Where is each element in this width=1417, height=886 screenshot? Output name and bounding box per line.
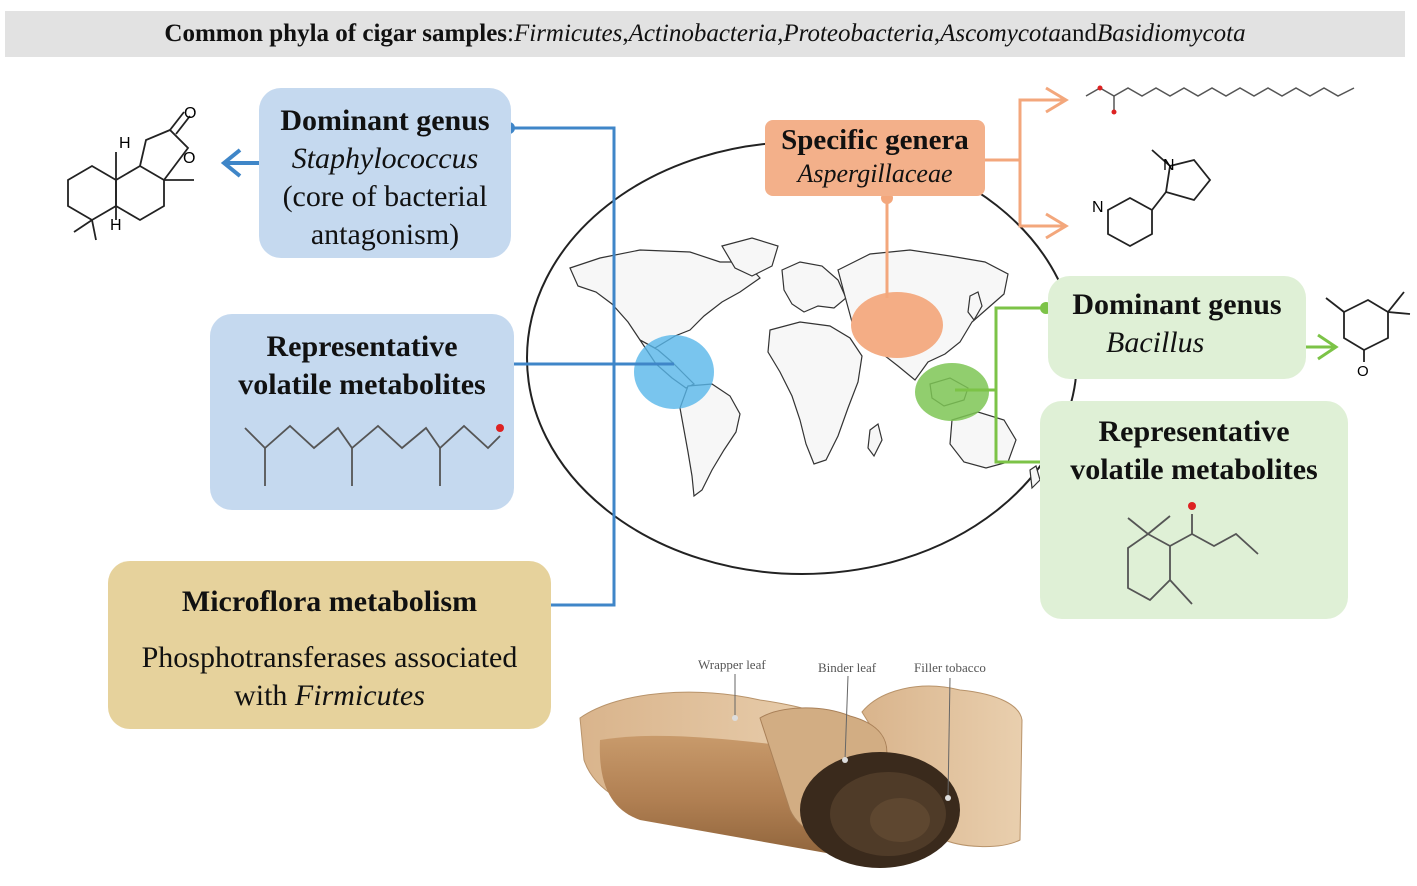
microflora-line2: with Firmicutes (234, 679, 425, 712)
specific-genera-box: Specific genera Aspergillaceae (765, 120, 985, 196)
volatile-right-line1: Representative (1098, 415, 1290, 448)
isophorone-molecule-structure (1325, 291, 1411, 362)
microflora-firmicutes: Firmicutes (294, 679, 425, 712)
staph-molecule-atom-o2: O (183, 150, 195, 167)
cigar-cut-end-highlight (870, 798, 930, 842)
volatile-left-box: Representative volatile metabolites (210, 314, 514, 510)
staph-molecule-atom-h2: H (110, 217, 122, 234)
nicotine-molecule-structure (1107, 149, 1212, 248)
bacillus-box-title: Dominant genus (1072, 288, 1282, 321)
phylum-1: Firmicutes (513, 20, 623, 47)
header-lead: Common phyla of cigar samples (164, 20, 508, 47)
bacillus-box: Dominant genus Bacillus (1048, 276, 1306, 379)
binder-leaf-label: Binder leaf (818, 660, 877, 675)
southeast-asia-region-spot (915, 363, 989, 421)
filler-tobacco-label: Filler tobacco (914, 660, 986, 675)
staph-molecule-structure (67, 111, 194, 241)
staphylococcus-box: Dominant genus Staphylococcus (core of b… (259, 88, 511, 258)
phylum-2: Actinobacteria (628, 20, 778, 47)
americas-region-spot (634, 335, 714, 409)
volatile-right-line2: volatile metabolites (1070, 453, 1318, 486)
microflora-line1: Phosphotransferases associated (141, 641, 518, 674)
phylum-5: Basidiomycota (1096, 20, 1246, 47)
specific-genera-title: Specific genera (781, 124, 969, 156)
staph-arrowhead (220, 148, 242, 178)
staph-molecule-atom-o1: O (184, 105, 196, 122)
ester-molecule-oxygen-2 (1111, 109, 1117, 115)
filler-leaf-back (861, 685, 1023, 847)
isophorone-molecule-atom-o: O (1357, 363, 1369, 380)
phylum-4: Ascomycota (940, 20, 1061, 47)
volatile-left-line2: volatile metabolites (238, 368, 486, 401)
ester-molecule-oxygen-1 (1097, 85, 1103, 91)
microflora-box: Microflora metabolism Phosphotransferase… (108, 561, 551, 729)
asia-region-spot (851, 292, 943, 358)
microflora-title: Microflora metabolism (181, 585, 478, 618)
volatile-right-box: Representative volatile metabolites (1040, 401, 1348, 619)
staph-box-genus: Staphylococcus (291, 142, 479, 175)
wrapper-leaf-label: Wrapper leaf (698, 657, 766, 672)
staph-box-note-line2: antagonism) (310, 218, 460, 251)
orange-connectors (885, 86, 1069, 298)
cigar-illustration: Wrapper leaf Binder leaf Filler tobacco (579, 657, 1023, 868)
ester-molecule-structure (1085, 87, 1355, 110)
specific-genera-genus: Aspergillaceae (797, 159, 953, 188)
phylum-3: Proteobacteria (783, 20, 934, 47)
staph-molecule-atom-h1: H (119, 135, 131, 152)
nicotine-molecule-atom-n2: N (1163, 157, 1175, 174)
staph-box-title: Dominant genus (280, 104, 490, 137)
nicotine-molecule-atom-n1: N (1092, 199, 1104, 216)
bacillus-box-genus: Bacillus (1106, 326, 1205, 359)
header-banner: Common phyla of cigar samples: Firmicute… (5, 11, 1405, 57)
volatile-left-line1: Representative (266, 330, 458, 363)
blue-connectors (505, 126, 674, 607)
staph-box-note-line1: (core of bacterial (282, 180, 488, 213)
